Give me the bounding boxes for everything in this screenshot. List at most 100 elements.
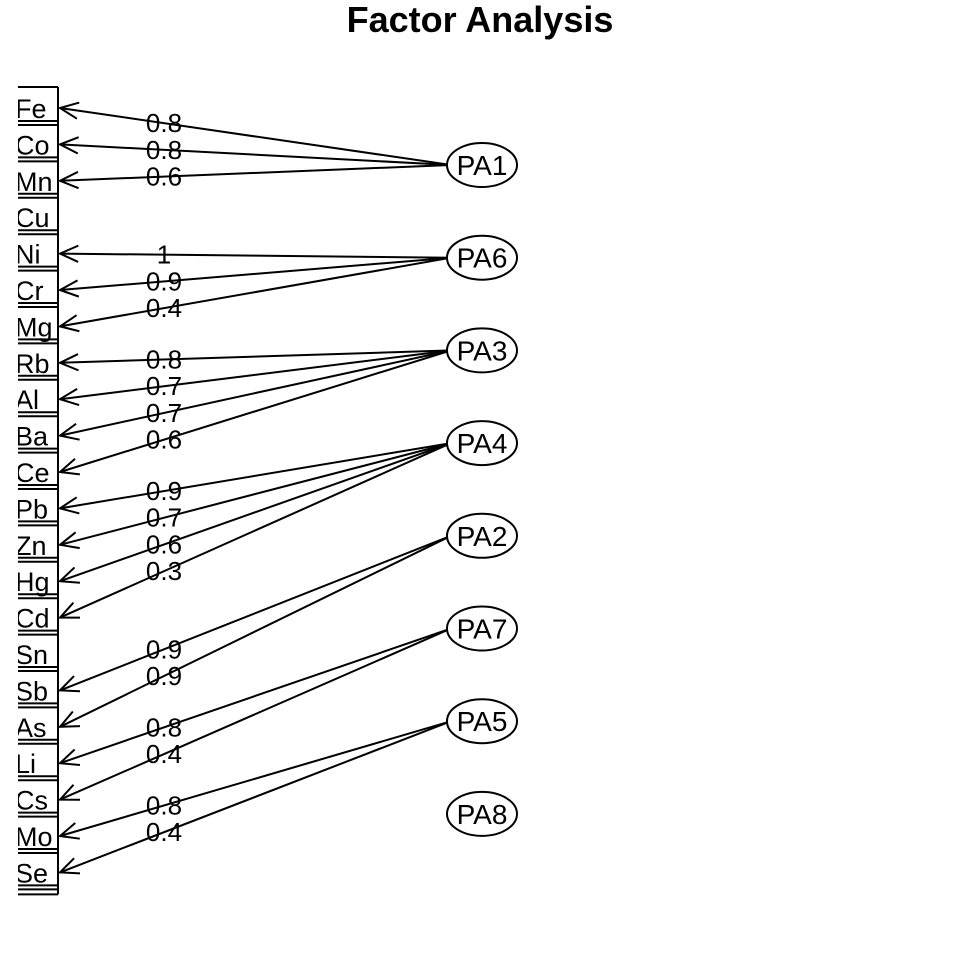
arrow-head bbox=[57, 496, 80, 515]
path-line bbox=[59, 442, 452, 510]
variable-label-fe: Fe bbox=[15, 94, 47, 124]
factor-label: PA5 bbox=[457, 706, 508, 737]
loading-label: 0.4 bbox=[146, 817, 182, 847]
path-line bbox=[59, 534, 452, 728]
variable-label-ce: Ce bbox=[15, 458, 50, 488]
path-line bbox=[59, 627, 452, 765]
factor-label: PA1 bbox=[457, 150, 508, 181]
factor-node-pa4: PA4 bbox=[446, 420, 518, 467]
path-line bbox=[59, 349, 452, 473]
arrow-head bbox=[57, 101, 80, 120]
arrow-head bbox=[57, 531, 80, 550]
variable-label-mg: Mg bbox=[15, 312, 53, 342]
factor-node-pa7: PA7 bbox=[446, 605, 518, 652]
variable-label-pb: Pb bbox=[15, 494, 48, 524]
variable-boxes: FeCoMnCuNiCrMgRbAlBaCePbZnHgCdSnSbAsLiCs… bbox=[15, 86, 59, 896]
factor-ellipse bbox=[446, 142, 518, 188]
variable-label-mn: Mn bbox=[15, 167, 53, 197]
arrow-head bbox=[57, 857, 81, 875]
arrow-head bbox=[57, 748, 81, 766]
factor-node-pa2: PA2 bbox=[446, 512, 518, 559]
factor-ellipse bbox=[446, 512, 518, 559]
path-pa2-as: 0.9 bbox=[57, 534, 452, 728]
path-pa5-mo: 0.8 bbox=[57, 720, 452, 840]
loading-label: 0.6 bbox=[146, 529, 182, 559]
path-pa6-ni: 1 bbox=[57, 240, 452, 270]
path-pa6-cr: 0.9 bbox=[57, 256, 452, 298]
path-pa3-ba: 0.7 bbox=[57, 349, 452, 441]
path-line bbox=[59, 349, 452, 364]
path-pa1-co: 0.8 bbox=[57, 135, 452, 166]
factor-label: PA4 bbox=[457, 428, 508, 459]
variable-label-sn: Sn bbox=[15, 640, 48, 670]
loading-label: 0.9 bbox=[146, 266, 182, 296]
path-line bbox=[59, 534, 452, 692]
variable-label-as: As bbox=[15, 713, 47, 743]
loading-label: 0.4 bbox=[146, 739, 182, 769]
loading-label: 0.9 bbox=[146, 661, 182, 691]
arrow-head bbox=[57, 675, 81, 693]
factor-ellipse bbox=[446, 420, 518, 467]
loading-label: 0.8 bbox=[146, 345, 182, 375]
arrow-head bbox=[57, 422, 80, 441]
loading-label: 0.7 bbox=[146, 398, 182, 428]
loading-label: 0.6 bbox=[146, 425, 182, 455]
path-line bbox=[59, 252, 452, 259]
variable-label-cd: Cd bbox=[15, 604, 50, 634]
variable-label-mo: Mo bbox=[15, 822, 53, 852]
factor-ellipse bbox=[446, 698, 518, 745]
path-line bbox=[59, 627, 452, 801]
path-line bbox=[59, 349, 452, 437]
factor-label: PA7 bbox=[457, 614, 508, 645]
path-pa5-se: 0.4 bbox=[57, 720, 452, 875]
arrow-head bbox=[57, 171, 79, 190]
factor-node-pa6: PA6 bbox=[446, 234, 518, 281]
path-pa7-li: 0.8 bbox=[57, 627, 452, 766]
path-line bbox=[59, 720, 452, 837]
arrow-head bbox=[57, 387, 80, 406]
variable-label-co: Co bbox=[15, 130, 50, 160]
factor-ellipse bbox=[446, 234, 518, 281]
path-line bbox=[59, 256, 452, 328]
arrow-head bbox=[57, 784, 81, 801]
loading-paths: 0.80.80.610.90.40.80.70.70.60.90.70.60.3… bbox=[57, 101, 452, 875]
path-pa1-mn: 0.6 bbox=[57, 162, 452, 192]
arrow-head bbox=[57, 353, 79, 372]
factor-node-pa8: PA8 bbox=[446, 790, 518, 837]
arrow-head bbox=[57, 314, 80, 333]
variable-label-li: Li bbox=[15, 749, 36, 779]
variable-label-cu: Cu bbox=[15, 203, 50, 233]
variable-label-cr: Cr bbox=[15, 276, 44, 306]
factor-node-pa1: PA1 bbox=[446, 142, 518, 188]
factor-ellipse bbox=[446, 605, 518, 652]
variable-label-ba: Ba bbox=[15, 422, 49, 452]
variable-label-rb: Rb bbox=[15, 349, 50, 379]
factor-ellipse bbox=[446, 790, 518, 837]
variable-label-ni: Ni bbox=[15, 240, 41, 270]
path-line bbox=[59, 720, 452, 874]
variable-label-se: Se bbox=[15, 858, 48, 888]
variable-label-zn: Zn bbox=[15, 531, 47, 561]
loading-label: 0.8 bbox=[146, 108, 182, 138]
path-pa4-cd: 0.3 bbox=[57, 442, 452, 619]
loading-label: 0.8 bbox=[146, 790, 182, 820]
path-pa4-pb: 0.9 bbox=[57, 442, 452, 515]
loading-label: 0.8 bbox=[146, 135, 182, 165]
factor-node-pa3: PA3 bbox=[446, 327, 518, 374]
arrow-head bbox=[57, 458, 80, 476]
loading-label: 1 bbox=[157, 240, 171, 270]
path-line bbox=[59, 143, 452, 166]
path-pa7-cs: 0.4 bbox=[57, 627, 452, 801]
path-line bbox=[59, 107, 452, 166]
loading-label: 0.9 bbox=[146, 476, 182, 506]
arrow-head bbox=[57, 566, 81, 584]
loading-label: 0.7 bbox=[146, 371, 182, 401]
factor-label: PA8 bbox=[457, 799, 508, 830]
path-line bbox=[59, 349, 452, 401]
path-pa4-hg: 0.6 bbox=[57, 442, 452, 584]
factor-label: PA3 bbox=[457, 335, 508, 366]
path-line bbox=[59, 256, 452, 291]
path-line bbox=[59, 442, 452, 619]
